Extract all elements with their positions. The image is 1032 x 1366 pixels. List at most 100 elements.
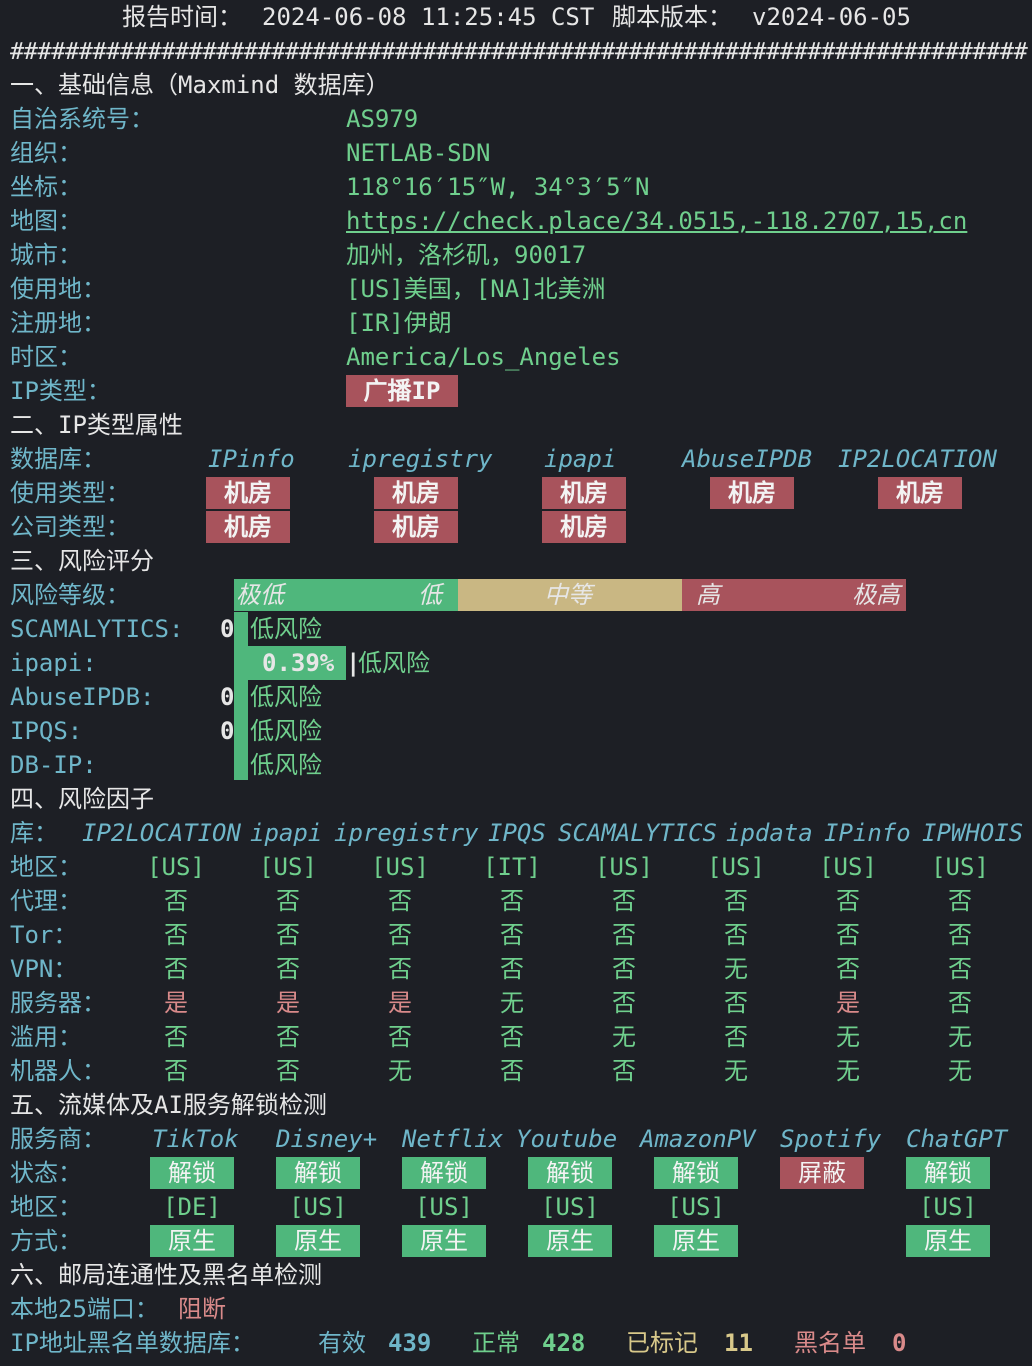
factor-value: 否 [276,1057,300,1085]
section-title: 三、风险评分 [10,547,154,575]
factor-row: 服务器：是是是无否否是否 [0,986,1032,1020]
valid-label: 有效 [318,1329,366,1357]
risk-scale-veryhigh-label: 极高 [852,581,900,609]
provider-label: 服务商： [10,1125,106,1153]
company-type-badge: 机房 [374,511,458,543]
map-link[interactable]: https://check.place/34.0515,-118.2707,15… [346,207,968,235]
section-title: 四、风险因子 [10,785,154,813]
report-time-label: 报告时间： [122,3,242,31]
method-badge: 原生 [150,1225,234,1257]
factor-value: 否 [724,887,748,915]
factor-value: 无 [836,1057,860,1085]
status-unlocked-badge: 解锁 [654,1157,738,1189]
method-badge: 原生 [906,1225,990,1257]
section-factors-title: 四、风险因子 [0,782,1032,816]
basic-info-value: America/Los_Angeles [346,343,621,371]
provider-name: Spotify [780,1125,882,1153]
factor-source-name: IP2LOCATION [82,819,241,847]
region-value: [US] [919,1193,977,1221]
factor-value: [IT] [483,853,541,881]
basic-info-value: [IR]伊朗 [346,309,452,337]
db-source-name: IPinfo [208,445,295,473]
section-risk-title: 三、风险评分 [0,544,1032,578]
factor-value: 否 [388,921,412,949]
risk-source-label: IPQS: [10,717,83,745]
risk-source-label: ipapi: [10,649,97,677]
factor-value: 无 [500,989,524,1017]
streaming-region-row: 地区：[DE][US][US][US][US][US] [0,1190,1032,1224]
risk-scale-mid [458,579,682,611]
provider-name: ChatGPT [906,1125,1008,1153]
factor-value: 否 [164,955,188,983]
factor-row: 地区：[US][US][US][IT][US][US][US][US] [0,850,1032,884]
risk-score-text: 低风险 [358,649,430,677]
factor-value: 是 [388,989,412,1017]
basic-info-value: NETLAB-SDN [346,139,491,167]
risk-score-text: 低风险 [250,615,322,643]
factor-value: 是 [276,989,300,1017]
factor-source-name: SCAMALYTICS [558,819,717,847]
risk-score-value: 0 [220,683,235,711]
factor-value: 否 [724,921,748,949]
marked-count: 11 [724,1329,753,1357]
factor-source-name: ipapi [250,819,323,847]
report-header: 报告时间： 2024-06-08 11:25:45 CST 脚本版本： v202… [0,0,1032,34]
basic-info-label: 组织： [10,139,82,167]
status-label: 状态： [10,1159,82,1187]
factor-value: 无 [612,1023,636,1051]
factor-value: 无 [948,1057,972,1085]
section-title: 五、流媒体及AI服务解锁检测 [10,1091,327,1119]
factor-value: [US] [707,853,765,881]
risk-score-separator: | [346,649,361,677]
factor-value: 否 [276,921,300,949]
risk-scale-verylow-label: 极低 [236,581,284,609]
provider-name: Disney+ [276,1125,378,1153]
status-blocked-badge: 屏蔽 [780,1157,864,1189]
risk-source-label: SCAMALYTICS: [10,615,184,643]
status-unlocked-badge: 解锁 [906,1157,990,1189]
basic-info-label: 城市： [10,241,82,269]
factor-value: 无 [836,1023,860,1051]
basic-info-row: 城市：加州，洛杉矶，90017 [0,238,1032,272]
factor-value: 否 [388,887,412,915]
factor-label: 代理： [10,887,82,915]
factor-value: 否 [836,955,860,983]
db-source-name: ipregistry [348,445,493,473]
factor-label: Tor： [10,921,78,949]
usage-type-badge: 机房 [542,477,626,509]
port25-row: 本地25端口： 阻断 [0,1292,1032,1326]
region-value: [US] [289,1193,347,1221]
factor-value: 否 [500,1057,524,1085]
factor-value: 否 [164,1057,188,1085]
section-title: 六、邮局连通性及黑名单检测 [10,1261,322,1289]
factor-value: 无 [948,1023,972,1051]
factor-label: 地区： [10,853,82,881]
usage-type-badge: 机房 [710,477,794,509]
factor-value: [US] [147,853,205,881]
section-streaming-title: 五、流媒体及AI服务解锁检测 [0,1088,1032,1122]
factor-source-name: IPinfo [824,819,911,847]
region-label: 地区： [10,1193,82,1221]
factor-value: 否 [164,1023,188,1051]
factor-value: 否 [164,887,188,915]
db-source-name: IP2LOCATION [838,445,997,473]
factor-value: 否 [948,887,972,915]
factor-value: 否 [500,921,524,949]
factor-value: 无 [724,1057,748,1085]
risk-score-row: ipapi:0.39%|低风险 [0,646,1032,680]
factor-value: 否 [724,989,748,1017]
risk-score-text: 低风险 [250,717,322,745]
basic-info-row: 时区：America/Los_Angeles [0,340,1032,374]
valid-count: 439 [388,1329,432,1357]
risk-score-text: 低风险 [250,751,322,779]
usage-type-badge: 机房 [206,477,290,509]
basic-info-value: [US]美国，[NA]北美洲 [346,275,606,303]
factor-value: 无 [724,955,748,983]
factor-value: [US] [931,853,989,881]
risk-source-label: AbuseIPDB: [10,683,155,711]
divider-line: ########################################… [10,37,1028,65]
basic-info-label: 坐标： [10,173,82,201]
